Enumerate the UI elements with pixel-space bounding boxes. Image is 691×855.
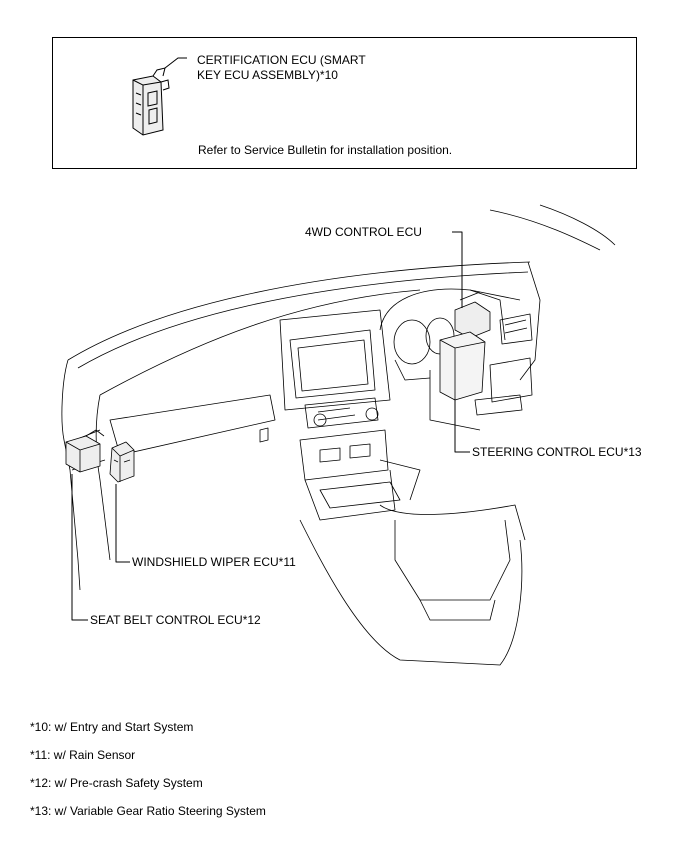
footnote-12: *12: w/ Pre-crash Safety System <box>30 776 203 790</box>
certification-ecu-label: CERTIFICATION ECU (SMART KEY ECU ASSEMBL… <box>197 53 366 82</box>
footnote-13: *13: w/ Variable Gear Ratio Steering Sys… <box>30 804 266 818</box>
seat-belt-control-ecu-label: SEAT BELT CONTROL ECU*12 <box>90 613 261 627</box>
certification-ecu-drawing <box>132 57 187 136</box>
windshield-wiper-ecu-label: WINDSHIELD WIPER ECU*11 <box>132 555 296 569</box>
dashboard-illustration: 4WD CONTROL ECU STEERING CONTROL ECU*13 … <box>61 204 642 666</box>
steering-control-ecu-label: STEERING CONTROL ECU*13 <box>472 445 642 459</box>
four-wd-control-ecu-label: 4WD CONTROL ECU <box>305 225 422 239</box>
footnote-10: *10: w/ Entry and Start System <box>30 720 194 734</box>
refer-service-bulletin-text: Refer to Service Bulletin for installati… <box>198 143 453 157</box>
certification-ecu-inset: CERTIFICATION ECU (SMART KEY ECU ASSEMBL… <box>52 37 637 169</box>
footnote-11: *11: w/ Rain Sensor <box>30 748 136 762</box>
